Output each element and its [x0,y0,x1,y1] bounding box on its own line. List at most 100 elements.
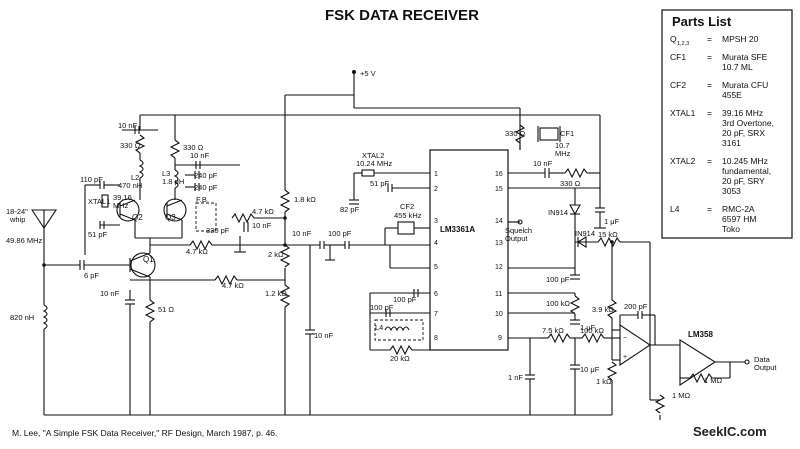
parts-eq-1: = [707,52,712,62]
cf1-label: CF1 [560,129,574,138]
antenna-freq: 49.86 MHz [6,236,43,245]
r330c-label: 330 Ω [505,129,526,138]
parts-ref-1: CF1 [670,52,686,62]
l4-label: L4 [375,323,383,332]
c100pf-d-label: 100 pF [546,275,570,284]
c10nf-c-label: 10 nF [252,221,272,230]
transistor-q3: Q3 [163,198,187,222]
svg-text:10: 10 [495,311,503,318]
l2-val-label: 470 nH [118,181,142,190]
c100pf-a-label: 100 pF [328,229,352,238]
svg-text:9: 9 [498,335,502,342]
c10nf-f-label: 10 nF [314,331,334,340]
cf2-val-label: 455 kHz [394,211,422,220]
c100pf-c-label: 100 pF [370,303,394,312]
r47c-label: 4.7 kΩ [222,281,244,290]
q3-label: Q3 [165,213,176,222]
cf1-val2-label: MHz [555,149,571,158]
c82-label: 82 pF [340,205,360,214]
c100pf-b-label: 100 pF [393,295,417,304]
citation: M. Lee, "A Simple FSK Data Receiver," RF… [12,428,277,438]
r12-label: 1.2 kΩ [265,289,287,298]
filter-section: 100 pF 100 kΩ 1 μF 7.5 kΩ 100 kΩ 10 μF 1… [508,268,620,415]
svg-text:15: 15 [495,186,503,193]
parts-ref-4: XTAL2 [670,156,696,166]
fb-label: F.B. [196,195,209,204]
r330d-label: 330 Ω [560,179,581,188]
r100k-a-label: 100 kΩ [546,299,570,308]
diode-a-label: IN914 [548,208,568,217]
page-title: FSK DATA RECEIVER [325,7,479,24]
parts-val-2-0: Murata CFU [722,80,768,90]
l2-label: L2 [131,173,139,182]
ic-name: LM3361A [440,225,475,234]
parts-eq-0: = [707,34,712,44]
r330a-label: 330 Ω [120,141,141,150]
svg-text:5: 5 [434,264,438,271]
parts-eq-5: = [707,204,712,214]
parts-eq-3: = [707,108,712,118]
r330b-label: 330 Ω [183,143,204,152]
r39k-label: 3.9 kΩ [592,305,614,314]
r1mb-label: 1 MΩ [672,391,691,400]
c10nf-a-label: 10 nF [118,121,138,130]
parts-val-3-1: 3rd Overtone, [722,118,774,128]
parts-ref-2: CF2 [670,80,686,90]
r47b-label: 4.7 kΩ [186,247,208,256]
data-label1: Data [754,355,771,364]
parts-val-4-1: fundamental, [722,166,771,176]
svg-text:16: 16 [495,171,503,178]
diode-b-label: IN914 [575,229,595,238]
opamp-section: − + 3.9 kΩ 1 kΩ 200 pF LM358 1 MΩ 1 MΩ [592,242,777,420]
r51-label: 51 Ω [158,305,174,314]
c10nf-b-label: 10 nF [190,151,210,160]
data-label2: Output [754,363,777,372]
q1-bias: 4.7 kΩ [130,274,285,290]
c10nf-e-label: 10 nF [292,229,312,238]
c6pf-label: 6 pF [84,271,99,280]
bias-divider: 1.8 kΩ 2 kΩ 1.2 kΩ 10 nF 10 nF 100 pF [265,115,430,415]
svg-text:−: − [623,335,627,342]
transistor-q2: Q2 [116,198,143,222]
parts-val-4-2: 20 pF, SRY [722,176,765,186]
svg-text:8: 8 [434,335,438,342]
antenna-type: whip [9,215,25,224]
svg-text:7: 7 [434,311,438,318]
squelch-label2: Output [505,234,528,243]
svg-text:3: 3 [434,218,438,225]
c240a-label: 240 pF [194,171,218,180]
opamp-label: LM358 [688,330,713,339]
parts-val-2-1: 455E [722,90,742,100]
parts-val-4-3: 3053 [722,186,741,196]
parts-eq-2: = [707,80,712,90]
supply-rail: +5 V [140,69,601,190]
c110-label: 110 pF [80,175,103,184]
parts-sub-0: 1,2,3 [677,41,689,47]
parts-list-title: Parts List [672,14,732,29]
c51b-label: 51 pF [370,179,390,188]
c1uf-b-label: 1 μF [580,323,596,332]
svg-text:+: + [623,354,627,361]
svg-text:11: 11 [495,291,502,298]
svg-text:13: 13 [495,240,503,247]
transistor-q1: Q1 51 Ω 10 nF [100,238,174,415]
squelch-label1: Squelch [505,226,532,235]
c200pf-label: 200 pF [624,302,648,311]
supply-label: +5 V [360,69,376,78]
ic-lm3361a: LM3361A 1 2 3 4 5 6 7 8 9 10 11 12 13 14… [389,108,600,351]
squelch-section: Squelch Output IN914 1 μF IN914 15 kΩ [505,188,650,268]
svg-text:14: 14 [495,218,503,225]
parts-eq-4: = [707,156,712,166]
parts-val-3-2: 20 pF, SRX [722,128,765,138]
c1nf-label: 1 nF [508,373,523,382]
antenna-size: 18-24" [6,207,28,216]
parts-val-4-0: 10.245 MHz [722,156,768,166]
r1k-label: 1 kΩ [596,377,612,386]
cf1-section: CF1 10.7 MHz 330 Ω 10 nF 330 Ω [505,124,600,188]
r47a-label: 4.7 kΩ [252,207,274,216]
parts-ref-5: L4 [670,204,680,214]
r18-label: 1.8 kΩ [294,195,316,204]
